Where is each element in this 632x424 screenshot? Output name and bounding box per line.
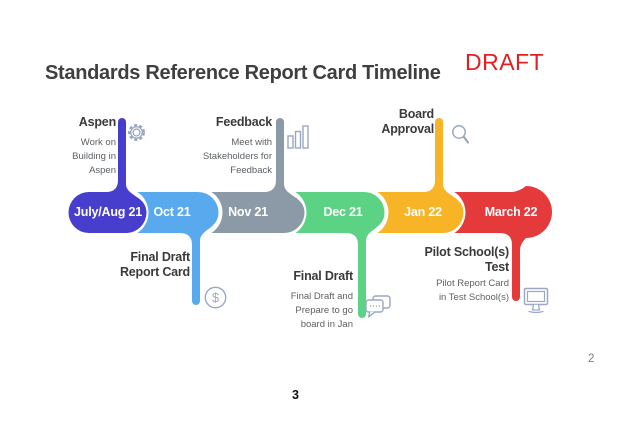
callout-title: Final Draft [293,269,353,283]
callout-title-line: Pilot School(s) [424,245,509,259]
callout-text-line: board in Jan [300,319,353,330]
callout-title-line: Report Card [119,265,190,279]
draft-watermark: DRAFT [465,49,545,75]
timeline-date-label: July/Aug 21 [74,205,142,219]
monitor-icon [523,287,549,314]
callout-aspen: Aspen Work on Building in Aspen [72,115,116,178]
dollar-icon: $ [204,286,227,309]
callout-text-line: Prepare to go [295,305,353,316]
callout-title-line: Test [485,260,509,274]
callout-text-line: Pilot Report Card [436,278,509,289]
callout-text-line: Work on [80,137,116,148]
callout-final-draft: Final Draft Final Draft and Prepare to g… [290,269,354,332]
page-title: Standards Reference Report Card Timeline [45,62,441,84]
timeline-segment-shape [295,192,385,318]
gear-icon [128,124,145,141]
callout-title-line: Approval [381,122,434,136]
timeline-segment-shape [137,192,219,305]
magnifier-icon [452,125,470,144]
callout-title: Feedback [215,115,272,129]
timeline-segment-shape [211,118,305,233]
page-number-corner: 2 [588,353,595,365]
timeline-date-label: Dec 21 [323,205,363,219]
bar-chart-icon [287,125,309,149]
timeline-date-label: Nov 21 [228,205,268,219]
callout-board-approval: Board Approval [381,107,434,137]
timeline-segment-shape [454,186,552,301]
callout-text-line: Aspen [89,165,116,176]
timeline-date-label: Oct 21 [153,205,191,219]
callout-feedback: Feedback Meet with Stakeholders for Feed… [203,115,272,178]
callout-text-line: Final Draft and [290,291,353,302]
callout-title-line: Final Draft [130,250,190,264]
timeline-date-label: Jan 22 [404,205,442,219]
callout-text-line: Stakeholders for [202,151,272,162]
callout-final-draft-report-card: Final Draft Report Card [120,250,190,280]
dollar-glyph: $ [212,291,219,305]
timeline-segment-shape [377,118,464,233]
callout-pilot-schools-test: Pilot School(s) Test Pilot Report Card i… [424,245,509,305]
callout-text-line: Building in [72,151,116,162]
callout-title: Aspen [78,115,116,129]
callout-title-line: Board [398,107,434,121]
callout-text-line: in Test School(s) [438,292,509,303]
page-number-footer: 3 [292,388,299,402]
callout-text-line: Meet with [231,137,272,148]
callout-text-line: Feedback [230,165,272,176]
timeline-date-label: March 22 [484,205,538,219]
chat-icon [365,295,391,318]
timeline-segment-shape [68,118,147,233]
